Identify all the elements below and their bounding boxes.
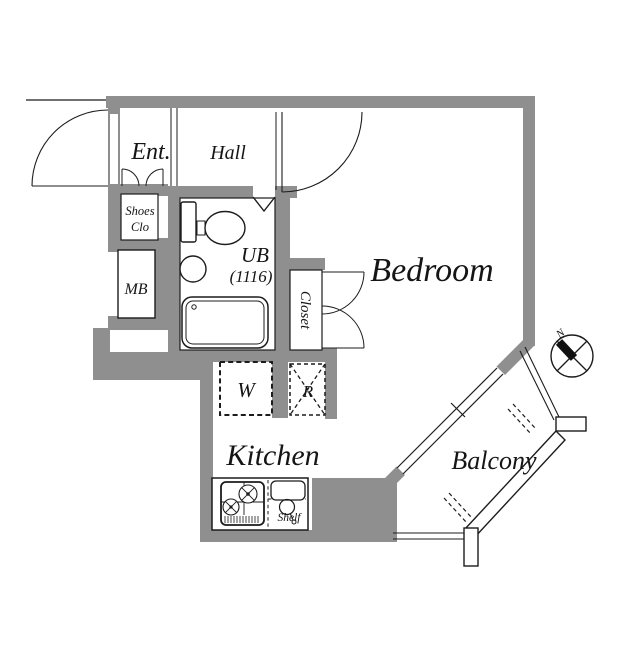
washing-machine-space: [219, 361, 273, 416]
balcony: [393, 346, 587, 567]
label-washer: W: [237, 378, 257, 402]
bedroom-door: [275, 111, 363, 193]
stove-grill-hatch: [224, 516, 259, 523]
shoes-closet-box: [120, 193, 159, 241]
washbasin-icon: [179, 255, 207, 283]
balcony-railing: [463, 416, 587, 567]
bathtub-icon: [181, 296, 269, 349]
entrance-door-arc: [31, 109, 109, 187]
window-tick: [450, 402, 466, 418]
room-label-hall: Hall: [209, 142, 246, 164]
label-shelf: Shelf: [278, 512, 303, 524]
room-label-ub: UB: [241, 243, 269, 267]
bedroom-door-arc: [281, 111, 363, 193]
room-label-shoes-line1: Shoes: [125, 204, 154, 218]
balcony-partition-marks: [443, 403, 537, 524]
balcony-window: [396, 367, 504, 475]
compass-needle: [555, 339, 578, 361]
burner-right-icon: [238, 484, 258, 504]
toilet-icon: [180, 201, 246, 246]
room-label-shoes-line2: Clo: [131, 220, 149, 234]
room-label-balcony: Balcony: [451, 446, 537, 475]
closet: [289, 269, 365, 351]
room-label-ent: Ent.: [130, 139, 170, 165]
ub-folding-door-icon: [252, 196, 276, 213]
closet-box: [289, 269, 323, 351]
room-label-mb: MB: [123, 281, 147, 298]
room-label-bedroom: Bedroom: [370, 252, 493, 289]
shoes-closet-doors: [121, 168, 164, 187]
ent-hall-divider: [170, 108, 178, 186]
closet-doors: [321, 271, 365, 349]
burner-left-icon: [222, 498, 240, 516]
compass: N: [550, 326, 594, 378]
entrance-door: [31, 109, 120, 187]
room-label-ub-size: (1116): [230, 267, 273, 286]
room-label-kitchen: Kitchen: [225, 439, 319, 472]
outer-walls: [93, 96, 535, 542]
refrigerator-space: [289, 363, 326, 416]
kitchen-counter: [211, 477, 309, 531]
kitchen-sink-icon: [270, 480, 306, 525]
room-label-closet: Closet: [297, 291, 313, 330]
label-refrigerator: R: [302, 382, 314, 401]
compass-circle: [550, 334, 594, 378]
compass-north-label: N: [553, 326, 567, 341]
meter-box: [117, 249, 156, 319]
stove-icon: [220, 481, 265, 526]
unit-bath-room: [179, 196, 276, 351]
